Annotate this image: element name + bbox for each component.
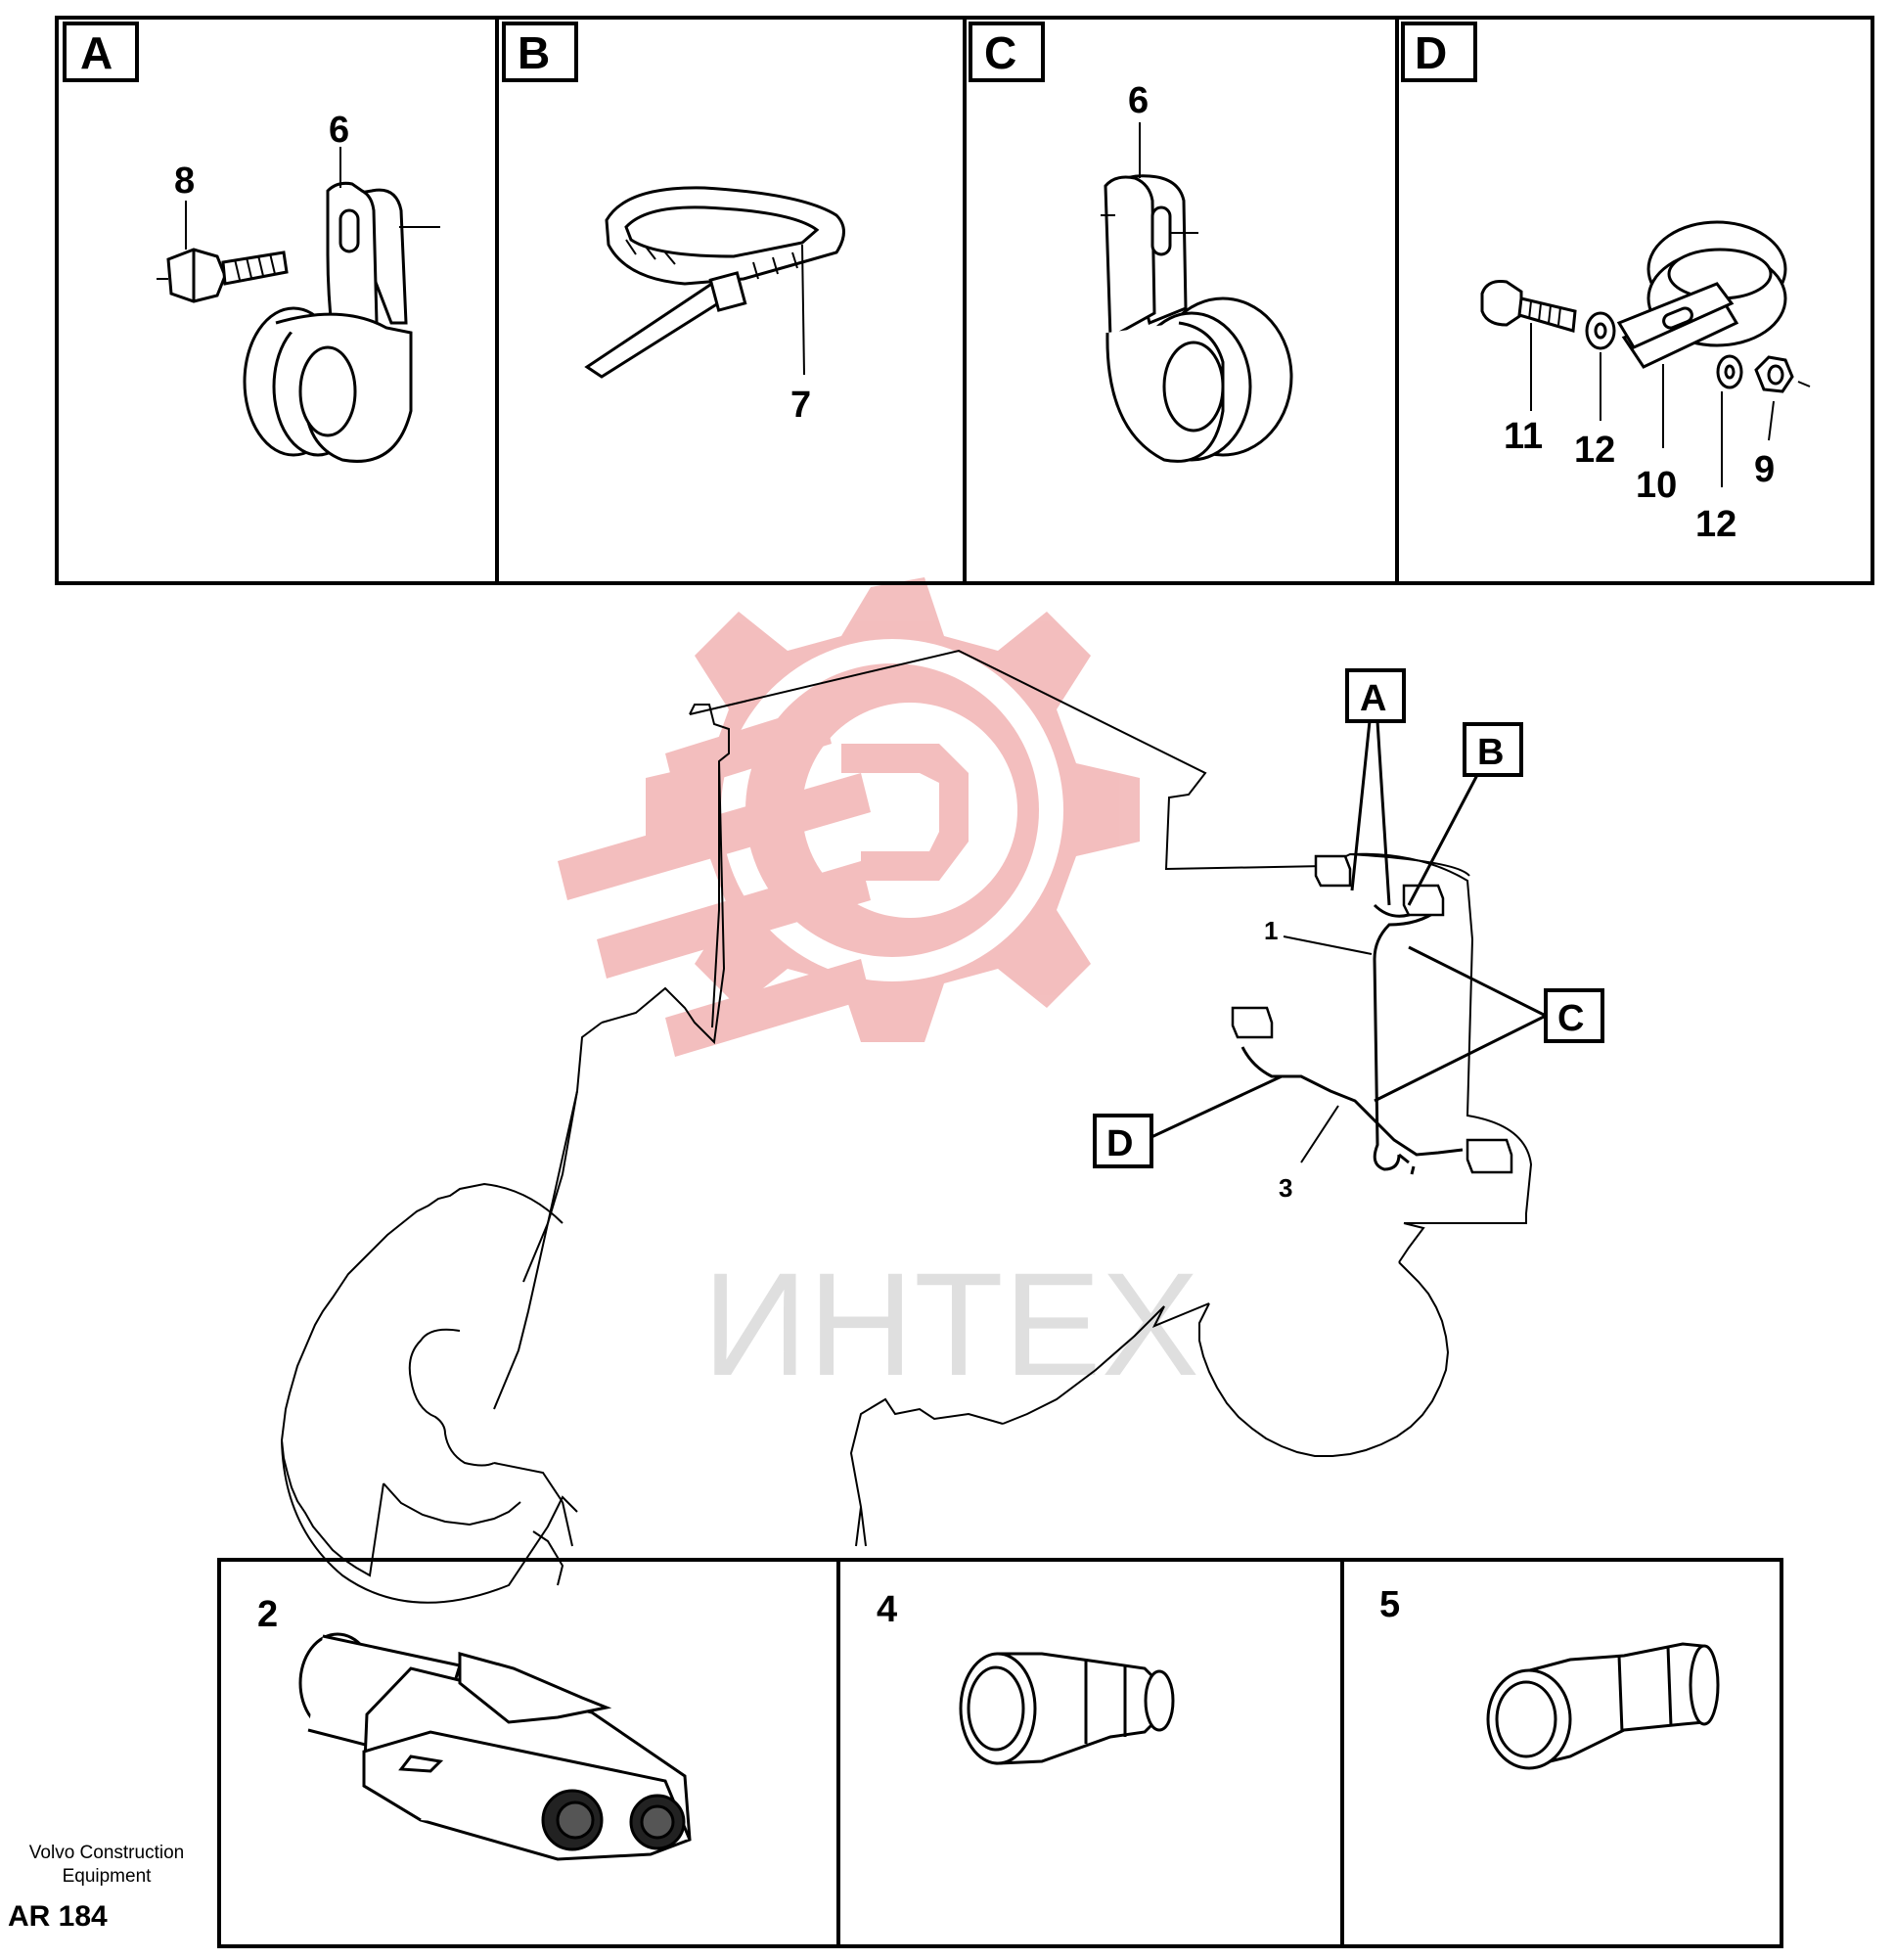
panel-letter-b: B	[518, 27, 550, 78]
callout-11: 11	[1504, 416, 1543, 457]
detail-panel-a: A 8 6	[63, 22, 440, 463]
part-number-4: 4	[877, 1589, 897, 1630]
callout-3: 3	[1279, 1173, 1292, 1203]
view-marker-c: C	[1374, 945, 1604, 1103]
callout-12: 12	[1574, 430, 1615, 471]
connector-housing-icon	[298, 1632, 692, 1861]
marker-letter-c: C	[1557, 998, 1584, 1039]
part-panels-frame	[217, 1558, 1783, 1948]
view-marker-b: B	[1407, 722, 1523, 906]
credit-company-line2: Equipment	[62, 1866, 152, 1887]
detail-panel-b: B 7	[502, 22, 845, 426]
marker-letter-d: D	[1106, 1123, 1133, 1164]
rubber-boot-icon	[959, 1652, 1175, 1765]
panel-letter-d: D	[1415, 27, 1447, 78]
bolt-icon	[166, 248, 289, 303]
connector-blocks	[1231, 854, 1513, 1174]
view-marker-a: A	[1345, 668, 1406, 906]
wiring-harness	[1240, 903, 1464, 1175]
callout-1: 1	[1264, 916, 1278, 945]
callout-8: 8	[174, 160, 195, 202]
machine-outline	[280, 649, 1533, 1604]
detail-panels-frame	[55, 16, 1874, 585]
callout-6: 6	[329, 110, 349, 151]
watermark-logo: ИНТЕХ	[558, 577, 1199, 1406]
callout-9: 9	[1754, 449, 1775, 490]
detail-panel-d: D 11 12	[1401, 22, 1811, 545]
view-marker-d: D	[1093, 1074, 1283, 1168]
cable-tie-icon	[584, 186, 845, 379]
part-panel-4: 4	[877, 1589, 1175, 1765]
watermark-text: ИНТЕХ	[702, 1242, 1199, 1406]
part-number-2: 2	[257, 1594, 278, 1635]
marker-letter-b: B	[1477, 732, 1504, 773]
panel-letter-c: C	[984, 27, 1016, 78]
credit-company-line1: Volvo Construction	[28, 1843, 185, 1863]
part-panel-5: 5	[1379, 1584, 1720, 1770]
callout-6: 6	[1128, 80, 1149, 121]
detail-panel-c: C 6	[969, 22, 1293, 463]
rubber-boot-icon	[1486, 1642, 1720, 1770]
p-clip-icon	[243, 181, 413, 463]
drawing-code: AR 184	[8, 1900, 108, 1933]
credit-company: Volvo Construction Equipment	[4, 1842, 209, 1889]
clamp-assembly-icon	[1480, 220, 1794, 393]
panel-letter-a: A	[80, 27, 113, 78]
part-panel-2: 2	[257, 1594, 692, 1861]
p-clip-icon	[1104, 174, 1293, 463]
marker-letter-a: A	[1360, 678, 1386, 719]
callout-7: 7	[790, 385, 811, 426]
callout-10: 10	[1636, 465, 1677, 506]
part-number-5: 5	[1379, 1584, 1400, 1625]
callout-12: 12	[1695, 504, 1736, 545]
